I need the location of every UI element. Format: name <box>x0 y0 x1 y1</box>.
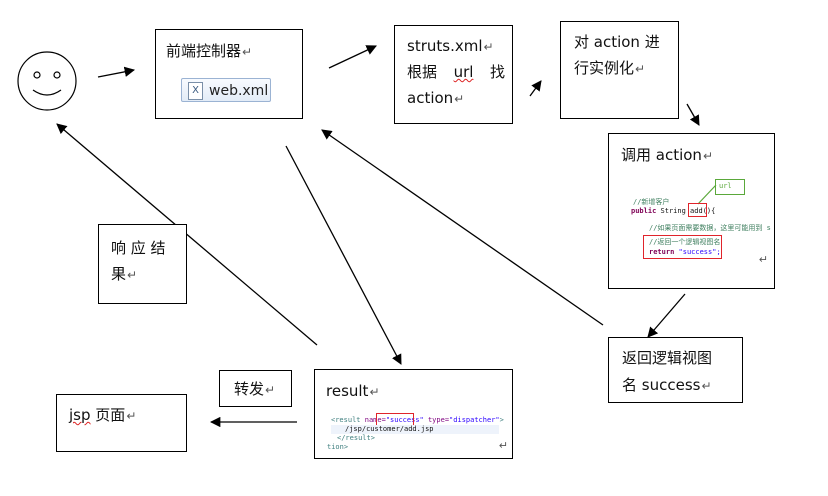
code-method-signature: public String add(){ <box>631 207 715 216</box>
paragraph-mark: ↵ <box>242 45 253 59</box>
paragraph-mark: ↵ <box>702 149 714 163</box>
code-comment-add-customer: //新增客户 <box>633 198 670 206</box>
instantiate-line2: 行实例化 <box>574 59 635 77</box>
invoke-action-box: 调用 action↵ url //新增客户 public String add(… <box>608 133 775 289</box>
result-code-line1: <result name="success" type="dispatcher"… <box>331 416 504 425</box>
return-view-name-box: 返回逻辑视图 名 success↵ <box>608 337 743 403</box>
attr-type: type= <box>427 416 450 424</box>
response-result-box: 响 应 结 果↵ <box>98 224 187 304</box>
paragraph-mark: ↵ <box>483 40 494 54</box>
paragraph-mark: ↵ <box>498 439 508 452</box>
arrow-controller-to-result <box>285 145 402 365</box>
instantiate-line1: 对 action 进 <box>574 33 660 51</box>
paragraph-mark: ↵ <box>701 379 712 393</box>
forward-label: 转发 <box>234 380 265 398</box>
return-view-line1: 返回逻辑视图 <box>622 349 713 367</box>
paragraph-mark: ↵ <box>265 383 276 397</box>
paragraph-mark: ↵ <box>635 62 646 76</box>
web-xml-file-chip: X web.xml <box>181 78 271 102</box>
instantiate-action-box: 对 action 进 行实例化↵ <box>560 21 679 119</box>
arrow-user-to-controller <box>97 66 136 78</box>
struts-line2-a: 根据 <box>407 63 438 81</box>
paragraph-mark: ↵ <box>127 268 138 282</box>
method-highlight-box <box>688 203 707 217</box>
front-controller-box: 前端控制器↵ X web.xml <box>155 29 303 119</box>
forward-label-box: 转发↵ <box>219 370 292 407</box>
return-value: "success"; <box>678 248 721 256</box>
tag-close: > <box>499 416 504 424</box>
method-name: add <box>690 207 703 215</box>
code-comment-return-view: //返回一个逻辑视图名 <box>649 238 721 246</box>
return-highlight-box <box>643 235 722 259</box>
kw-public: public <box>631 207 657 215</box>
response-line2: 果 <box>111 265 127 283</box>
paragraph-mark: ↵ <box>454 92 465 106</box>
result-open-tag: <result <box>331 416 361 424</box>
arrow-result-to-user <box>56 123 318 346</box>
paragraph-mark: ↵ <box>758 253 768 266</box>
arrow-invoke-to-return <box>647 293 686 338</box>
jsp-page-box: jsp 页面↵ <box>56 394 187 452</box>
user-smiley-icon <box>17 51 77 111</box>
front-controller-label: 前端控制器 <box>166 42 242 60</box>
kw-return: return <box>649 248 675 256</box>
method-parens: (){ <box>702 207 716 215</box>
paragraph-mark: ↵ <box>369 385 380 399</box>
result-config-box: result↵ <result name="success" type="dis… <box>314 369 513 459</box>
struts-xml-box: struts.xml↵ 根据 url 找 action↵ <box>394 25 513 124</box>
xml-file-icon: X <box>188 82 203 100</box>
return-view-line2: 名 success <box>622 376 701 394</box>
url-annotation-text: url <box>719 182 732 190</box>
struts-line3: action <box>407 89 454 107</box>
struts-line2-c: 找 <box>489 63 505 81</box>
result-code-line3: </result> <box>337 434 375 442</box>
code-return-statement: return "success"; <box>649 248 721 257</box>
result-code-line4: tion> <box>327 443 349 451</box>
code-highlight-row <box>331 425 499 434</box>
paragraph-mark: ↵ <box>126 409 137 423</box>
attr-name: name= <box>364 416 386 424</box>
result-code-line2: /jsp/customer/add.jsp <box>345 425 434 433</box>
struts-line1: struts.xml <box>407 37 483 55</box>
response-line1: 响 应 结 <box>111 239 166 257</box>
arrow-struts-to-instantiate <box>529 80 542 97</box>
struts-line2-url: url <box>453 63 474 81</box>
jsp-label-a: jsp <box>69 406 91 424</box>
code-comment-page-data: //如果页面需要数据，这里可能用到 s <box>649 224 771 232</box>
attr-type-value: "dispatcher" <box>449 416 500 424</box>
attr-name-value: "success" <box>385 416 424 424</box>
url-annotation-box: url <box>715 179 745 195</box>
arrow-return-to-struts <box>321 129 604 326</box>
arrow-controller-to-struts <box>328 45 377 69</box>
type-string: String <box>660 207 686 215</box>
invoke-action-label: 调用 action <box>621 146 702 164</box>
web-xml-filename: web.xml <box>209 83 269 99</box>
jsp-label-b: 页面 <box>95 406 126 424</box>
arrow-instantiate-to-invoke <box>686 103 700 126</box>
result-label: result <box>326 382 369 400</box>
annotation-connector <box>697 184 717 205</box>
